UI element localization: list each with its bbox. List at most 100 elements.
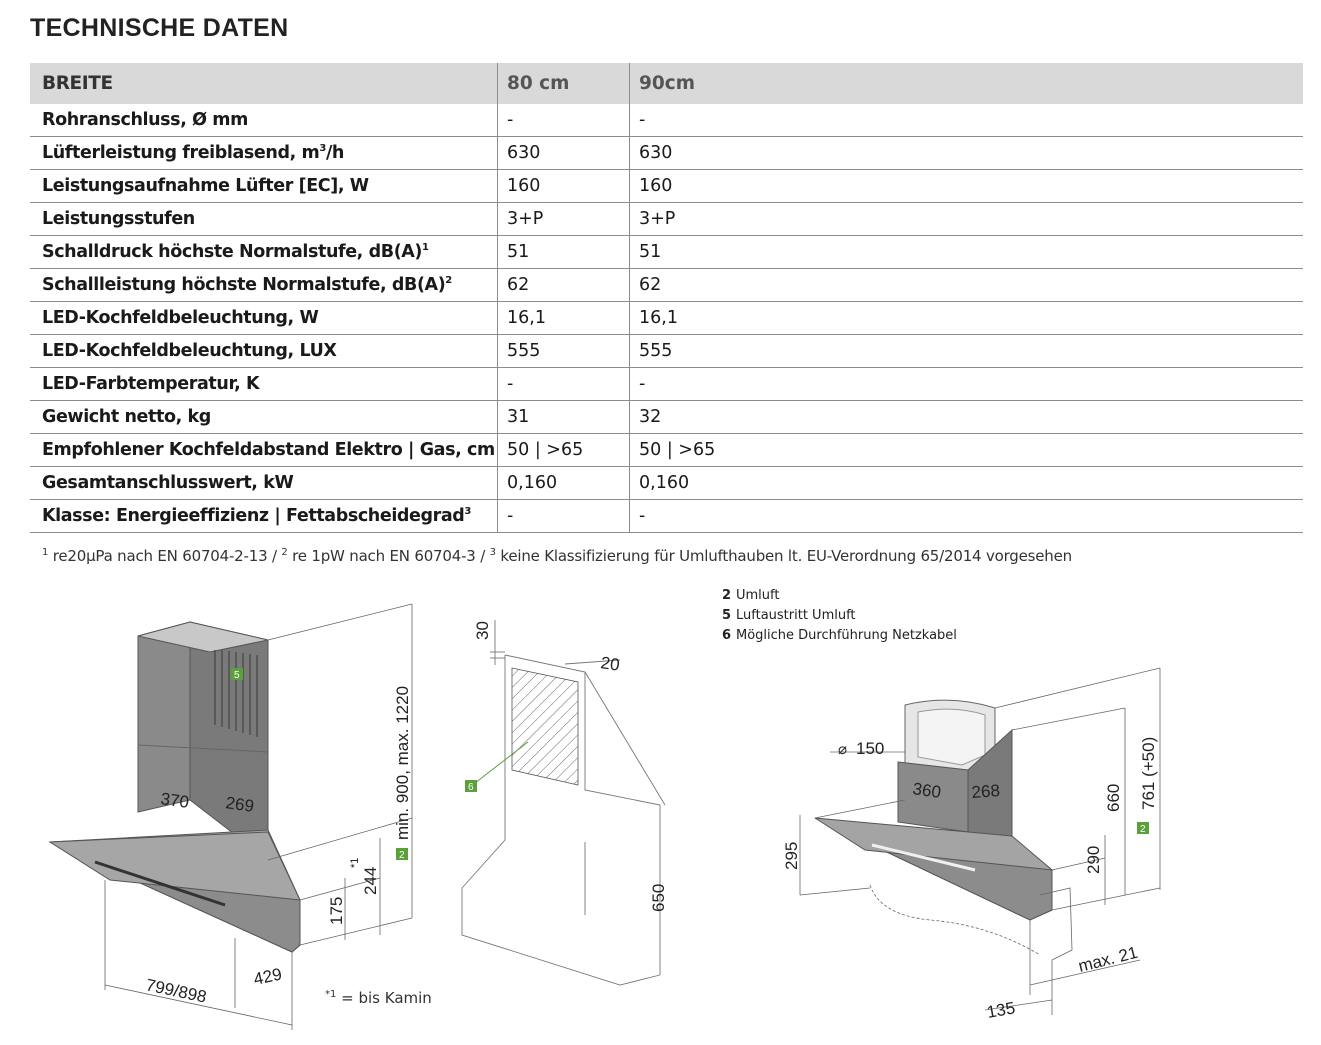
- legend-num: 2: [722, 588, 732, 603]
- page-title: TECHNISCHE DATEN: [30, 14, 289, 42]
- footnote-mark-3: 3: [489, 547, 496, 558]
- badge-2-label: 2: [399, 850, 405, 861]
- spec-label: Rohranschluss, Ø mm: [30, 104, 498, 137]
- spec-value-80cm: 51: [497, 235, 630, 269]
- dim-290: 290: [1084, 846, 1103, 874]
- header-breite: BREITE: [30, 63, 498, 104]
- spec-label-text: Klasse: Energieeffizienz | Fettabscheide…: [42, 506, 465, 526]
- dim-30: 30: [473, 621, 492, 640]
- footnote-3: keine Klassifizierung für Umlufthauben l…: [495, 547, 1072, 565]
- wall-outline-lines: [461, 620, 666, 986]
- dim-width: 799/898: [144, 975, 208, 1006]
- spec-label-text: Leistungsstufen: [42, 209, 195, 229]
- spec-value-80cm: 31: [497, 400, 630, 434]
- hood-canopy: [48, 829, 301, 953]
- legend-num: 5: [722, 608, 732, 623]
- drawing-wall-outline: 30 20 650 6: [461, 620, 668, 986]
- spec-value-90cm: 160: [629, 169, 1303, 203]
- spec-label-text: LED-Kochfeldbeleuchtung, LUX: [42, 341, 337, 361]
- spec-value-80cm: 16,1: [497, 301, 630, 335]
- dim-429: 429: [252, 964, 284, 988]
- spec-value-80cm: 62: [497, 268, 630, 302]
- dim-150: 150: [856, 739, 884, 758]
- spec-value-90cm: 630: [629, 136, 1303, 170]
- spec-label-sup: 3: [319, 143, 326, 155]
- spec-label-sup: 3: [464, 506, 471, 518]
- legend-text: Umluft: [736, 588, 780, 603]
- spec-value-80cm: -: [497, 104, 630, 137]
- kamin-note-mark: *1: [325, 989, 337, 1000]
- spec-label-text: Gewicht netto, kg: [42, 407, 211, 427]
- recirc-badge-2-label: 2: [1140, 824, 1146, 835]
- spec-label-text: Leistungsaufnahme Lüfter [EC], W: [42, 176, 369, 196]
- cable-passage-area: [511, 667, 579, 786]
- drawing-recirculation-hood: ⌀ 150 360 268 295 290 660 761 (+50) max.…: [782, 667, 1161, 1022]
- spec-value-90cm: 16,1: [629, 301, 1303, 335]
- dim-360: 360: [911, 779, 942, 802]
- spec-label: Gesamtanschlusswert, kW: [30, 466, 498, 500]
- dim-244: 244: [361, 867, 380, 895]
- spec-label-text: Gesamtanschlusswert, kW: [42, 473, 294, 493]
- legend-text: Luftaustritt Umluft: [736, 608, 856, 623]
- dim-650: 650: [649, 884, 668, 912]
- spec-label-suffix: /h: [325, 143, 344, 163]
- spec-label: Klasse: Energieeffizienz | Fettabscheide…: [30, 499, 498, 533]
- specs-table: BREITE 80 cm 90cm Rohranschluss, Ø mm - - L…: [30, 63, 1303, 533]
- spec-value-80cm: 555: [497, 334, 630, 368]
- dim-135: 135: [985, 998, 1016, 1022]
- dim-269: 269: [224, 793, 255, 816]
- spec-label: Schalldruck höchste Normalstufe, dB(A)1: [30, 235, 498, 269]
- legend-item: 5 Luftaustritt Umluft: [722, 606, 957, 626]
- badge-5: 5: [231, 668, 243, 681]
- spec-value-90cm: 32: [629, 400, 1303, 434]
- spec-label: LED-Kochfeldbeleuchtung, W: [30, 301, 498, 335]
- dim-244-note: *1: [349, 858, 361, 868]
- recirc-chimney: [897, 728, 1013, 839]
- footnote-1: re20µPa nach EN 60704-2-13 /: [48, 547, 282, 565]
- badge-6-label: 6: [468, 782, 474, 793]
- table-header-row: BREITE 80 cm 90cm: [30, 63, 1303, 104]
- spec-label-text: Rohranschluss, Ø mm: [42, 110, 248, 130]
- dim-150-prefix: ⌀: [838, 741, 847, 758]
- footnote-2: re 1pW nach EN 60704-3 /: [287, 547, 490, 565]
- spec-label-sup: 2: [445, 275, 452, 287]
- header-80cm: 80 cm: [497, 63, 630, 104]
- recirc-canopy: [814, 817, 1054, 921]
- spec-label: Empfohlener Kochfeldabstand Elektro | Ga…: [30, 433, 498, 467]
- footnote-mark-1: 1: [42, 547, 49, 558]
- dim-761: 761 (+50): [1139, 737, 1158, 810]
- spec-label-text: LED-Farbtemperatur, K: [42, 374, 260, 394]
- spec-value-80cm: -: [497, 367, 630, 401]
- spec-label: LED-Farbtemperatur, K: [30, 367, 498, 401]
- spec-value-90cm: 3+P: [629, 202, 1303, 236]
- dim-175: 175: [327, 897, 346, 925]
- kamin-note-text: = bis Kamin: [336, 989, 432, 1007]
- recirc-dimension-lines: [799, 667, 1161, 1015]
- footnote-mark-2: 2: [281, 547, 288, 558]
- dim-370: 370: [159, 789, 190, 812]
- spec-label: Gewicht netto, kg: [30, 400, 498, 434]
- table-row: Empfohlener Kochfeldabstand Elektro | Ga…: [30, 433, 1303, 467]
- spec-label-text: LED-Kochfeldbeleuchtung, W: [42, 308, 319, 328]
- spec-value-90cm: -: [629, 499, 1303, 533]
- spec-value-80cm: 50 | >65: [497, 433, 630, 467]
- dim-268: 268: [971, 781, 1001, 802]
- spec-value-80cm: 3+P: [497, 202, 630, 236]
- legend-item: 2 Umluft: [722, 586, 957, 606]
- table-row: Klasse: Energieeffizienz | Fettabscheide…: [30, 499, 1303, 533]
- legend-text: Mögliche Durchführung Netzkabel: [736, 628, 957, 643]
- dimension-lines: [104, 603, 413, 1030]
- badge-2: 2: [396, 848, 408, 861]
- table-row: Schallleistung höchste Normalstufe, dB(A…: [30, 268, 1303, 302]
- spec-value-80cm: 0,160: [497, 466, 630, 500]
- spec-label-text: Empfohlener Kochfeldabstand Elektro | Ga…: [42, 440, 495, 460]
- dim-660: 660: [1104, 784, 1123, 812]
- spec-value-90cm: 0,160: [629, 466, 1303, 500]
